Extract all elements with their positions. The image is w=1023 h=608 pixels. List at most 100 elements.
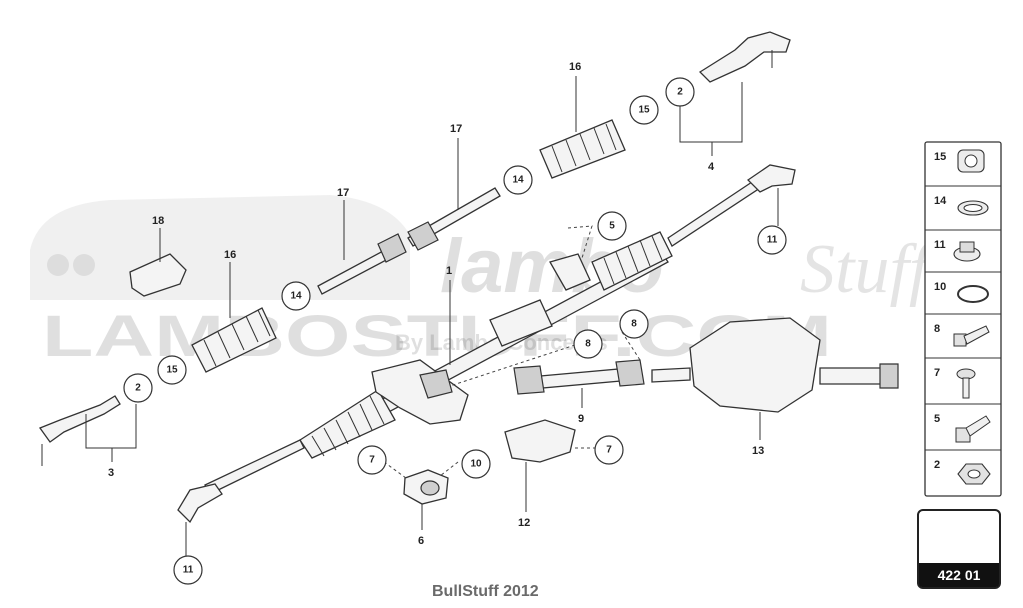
svg-text:8: 8 [934, 323, 940, 335]
steering-column-body [689, 317, 821, 413]
svg-text:2: 2 [934, 459, 940, 471]
bolt-icon [953, 325, 990, 347]
leader-10 [439, 461, 459, 477]
watermark-logo-script: Stuff [800, 231, 937, 308]
label-12: 12 [518, 517, 530, 529]
column-parts [403, 317, 899, 505]
label-6: 6 [418, 535, 424, 547]
screw-icon [956, 368, 976, 399]
legend-row-8: 8 [934, 323, 990, 347]
svg-text:15: 15 [166, 365, 178, 376]
shaft-joint-left [513, 365, 545, 395]
svg-text:14: 14 [290, 291, 302, 302]
hex-nut-icon [957, 463, 991, 485]
legend-row-15: 15 [934, 149, 985, 173]
legend-row-2: 2 [934, 459, 991, 485]
svg-text:14: 14 [934, 195, 947, 207]
label-16-top: 16 [569, 61, 581, 73]
legend-row-11: 11 [934, 239, 981, 262]
svg-text:7: 7 [369, 455, 375, 466]
rubber-grommet-hole [420, 480, 440, 496]
svg-text:11: 11 [767, 235, 778, 246]
steering-column-splines [879, 363, 899, 389]
legend-row-10: 10 [934, 281, 989, 303]
callout-11-bottom: 11 [173, 555, 203, 585]
page-reference-box[interactable]: 422 01 [917, 509, 1001, 589]
label-16-left: 16 [224, 249, 236, 261]
rack-pinion-valve [419, 369, 453, 399]
callout-15-top: 15 [629, 95, 659, 125]
inner-ball-joint-upper [407, 221, 439, 251]
steering-column-shaft [651, 367, 691, 383]
o-ring-icon [957, 285, 989, 303]
watermark-car-silhouette [30, 195, 410, 300]
page-reference-number: 422 01 [919, 563, 999, 587]
svg-text:5: 5 [934, 413, 940, 425]
svg-text:10: 10 [934, 281, 946, 293]
callout-8-b: 8 [619, 309, 649, 339]
left-outer-tie-rod [38, 395, 121, 443]
label-13: 13 [752, 445, 764, 457]
svg-text:10: 10 [470, 459, 482, 470]
callouts: 2 2 5 7 7 8 8 10 [123, 77, 787, 585]
right-tie-rod [667, 179, 761, 247]
svg-text:5: 5 [609, 221, 615, 232]
part-labels: 1 3 4 6 9 12 13 16 16 17 17 18 [108, 61, 764, 547]
protective-cap [129, 253, 187, 297]
shaft-joint-right [615, 359, 645, 387]
label-9: 9 [578, 413, 584, 425]
label-3: 3 [108, 467, 114, 479]
callout-5: 5 [597, 211, 627, 241]
svg-text:11: 11 [934, 239, 946, 251]
watermark: LAMBOSTUFF.COM lambo Stuff By Lambo Conc… [30, 195, 937, 369]
callout-10: 10 [461, 449, 491, 479]
label-17-top: 17 [450, 123, 462, 135]
upper-outer-tie-rod [698, 31, 791, 83]
callout-15-left: 15 [157, 355, 187, 385]
label-4: 4 [708, 161, 715, 173]
right-tie-rod-end [746, 164, 796, 193]
callout-14-left: 14 [281, 281, 311, 311]
clip-ring-icon [957, 200, 989, 216]
callout-8-a: 8 [573, 329, 603, 359]
svg-text:15: 15 [934, 151, 946, 163]
rack-left-boot-ribs [311, 395, 385, 457]
svg-text:8: 8 [631, 319, 637, 330]
svg-text:14: 14 [512, 175, 524, 186]
watermark-car-light-right [73, 254, 95, 276]
callout-14-top: 14 [503, 165, 533, 195]
callout-2-left: 2 [123, 373, 153, 403]
rack-pinion-housing [371, 359, 469, 425]
callout-11-right: 11 [757, 225, 787, 255]
rack-right-boot [591, 231, 673, 291]
flange-bolt-icon [955, 415, 991, 443]
left-boot-ribs [203, 309, 271, 367]
footer-credit: BullStuff 2012 [432, 583, 539, 600]
leader-5 [567, 225, 593, 259]
callout-7-left: 7 [357, 445, 387, 475]
watermark-car-light-left [47, 254, 69, 276]
svg-text:8: 8 [585, 339, 591, 350]
inner-ball-joint-left [377, 233, 407, 263]
heat-shield [504, 419, 576, 463]
rack-valve-body [489, 299, 553, 347]
legend-row-7: 7 [934, 367, 976, 399]
left-boot [191, 307, 277, 373]
label-18: 18 [152, 215, 164, 227]
upper-boot [539, 119, 626, 179]
label-17-left: 17 [337, 187, 349, 199]
svg-text:2: 2 [135, 383, 141, 394]
rack-mount-bracket [549, 253, 591, 291]
legend-row-5: 5 [934, 413, 991, 443]
solid-leaders [85, 76, 779, 556]
svg-text:7: 7 [934, 367, 940, 379]
svg-text:11: 11 [183, 565, 194, 576]
rack-right-boot-ribs [603, 235, 663, 285]
left-tie-rod [204, 439, 305, 495]
rack-left-boot [299, 389, 396, 459]
svg-text:15: 15 [638, 105, 650, 116]
left-exploded-parts [38, 233, 407, 466]
steering-rack-assembly [177, 164, 796, 540]
upper-exploded-parts [407, 31, 791, 251]
